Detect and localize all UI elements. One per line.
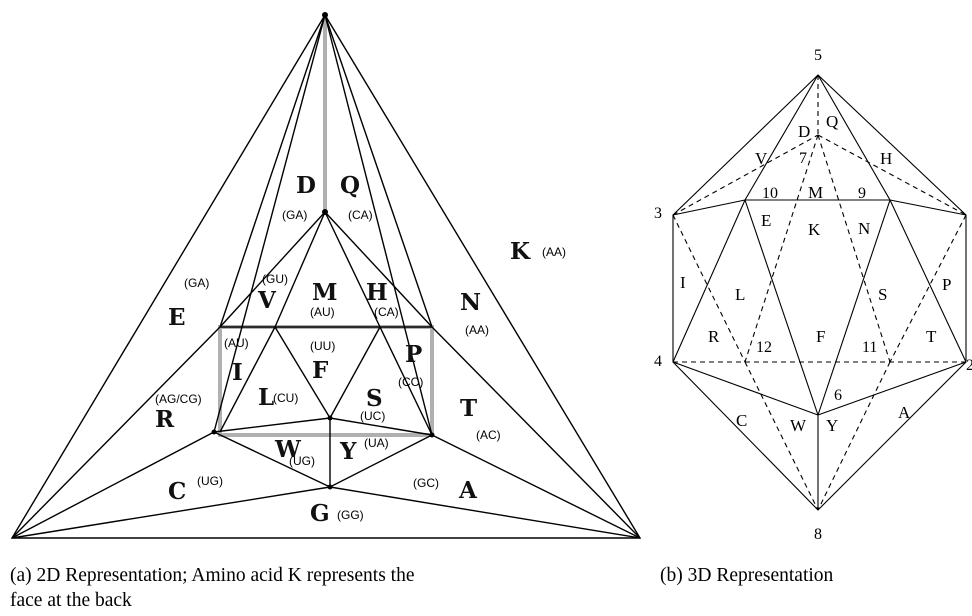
- face-e-codon: (GA): [184, 276, 209, 290]
- face-d-codon: (GA): [282, 208, 307, 222]
- face-w: W: [790, 416, 807, 435]
- face-p-letter: P: [405, 341, 422, 368]
- caption-a-line1: (a) 2D Representation; Amino acid K repr…: [10, 565, 415, 586]
- panel-a-net: D (GA) Q (CA) K (AA) (GA) E N (AA) (GU) …: [10, 12, 642, 539]
- vertex-5: 5: [814, 47, 822, 64]
- face-n-codon: (AA): [465, 323, 489, 337]
- face-p: P: [942, 275, 951, 294]
- face-q: Q: [826, 112, 838, 131]
- vertex-4: 4: [654, 353, 662, 370]
- face-n: N: [858, 219, 870, 238]
- face-d: D: [798, 122, 810, 141]
- face-m: M: [808, 183, 823, 202]
- face-s-letter: S: [366, 385, 383, 412]
- face-m-letter: M: [312, 279, 337, 306]
- face-c-codon: (UG): [197, 474, 223, 488]
- face-w-codon: (UG): [289, 454, 315, 468]
- face-d-letter: D: [296, 172, 316, 199]
- vertex-10: 10: [762, 185, 778, 202]
- outer-triangle: [10, 13, 642, 539]
- face-h: H: [880, 149, 892, 168]
- face-e: E: [761, 211, 771, 230]
- vertex-3: 3: [654, 205, 662, 222]
- face-a-letter: A: [458, 477, 478, 504]
- face-v-codon: (GU): [262, 272, 288, 286]
- face-l: L: [735, 285, 745, 304]
- face-l-letter: L: [258, 384, 274, 411]
- panel-b-icosahedron: 5 3 4 2 8 7 10 9 12 11 6 Q D V H M E K N…: [654, 47, 972, 543]
- face-s-codon: (UC): [360, 409, 385, 423]
- vertex-9: 9: [858, 185, 866, 202]
- face-t-letter: T: [460, 395, 477, 422]
- face-l-codon: (CU): [273, 391, 298, 405]
- face-i-letter: I: [232, 359, 243, 386]
- vertex-2: 2: [966, 357, 972, 374]
- face-y-letter: Y: [339, 438, 357, 465]
- outline: [672, 74, 967, 511]
- face-y: Y: [826, 416, 838, 435]
- face-r-codon: (AG/CG): [155, 392, 202, 406]
- face-f: F: [816, 327, 825, 346]
- face-p-codon: (CC): [398, 375, 423, 389]
- face-a-codon: (GC): [413, 476, 439, 490]
- face-y-codon: (UA): [364, 436, 389, 450]
- face-q-letter: Q: [340, 172, 360, 199]
- face-n-letter: N: [460, 289, 481, 316]
- vertex-6: 6: [834, 387, 842, 404]
- face-i-codon: (AU): [224, 336, 249, 350]
- face-g-codon: (GG): [337, 508, 364, 522]
- face-f-letter: F: [312, 357, 329, 384]
- face-h-codon: (CA): [374, 305, 399, 319]
- face-f-codon: (UU): [310, 339, 335, 353]
- face-c: C: [736, 411, 747, 430]
- face-v-letter: V: [257, 287, 277, 314]
- face-r-letter: R: [155, 406, 175, 433]
- face-k: K: [808, 220, 821, 239]
- vertex-8: 8: [814, 526, 822, 543]
- face-r: R: [708, 327, 720, 346]
- caption-a-line2: face at the back: [10, 590, 132, 611]
- vertex-11: 11: [862, 339, 877, 356]
- face-w-letter: W: [274, 436, 302, 463]
- face-s: S: [878, 285, 887, 304]
- face-g-letter: G: [310, 500, 330, 527]
- face-a: A: [898, 403, 911, 422]
- face-h-letter: H: [366, 279, 388, 306]
- face-m-codon: (AU): [310, 305, 335, 319]
- face-t: T: [926, 327, 937, 346]
- caption-b: (b) 3D Representation: [660, 565, 834, 586]
- face-k-letter: K: [510, 238, 531, 265]
- face-e-letter: E: [168, 304, 186, 331]
- face-v: V: [755, 149, 768, 168]
- face-q-codon: (CA): [348, 208, 373, 222]
- face-t-codon: (AC): [476, 428, 501, 442]
- vertex-12: 12: [756, 339, 772, 356]
- vertex-7: 7: [799, 150, 807, 167]
- face-k-codon: (AA): [542, 245, 566, 259]
- face-c-letter: C: [168, 478, 186, 505]
- face-i: I: [680, 273, 686, 292]
